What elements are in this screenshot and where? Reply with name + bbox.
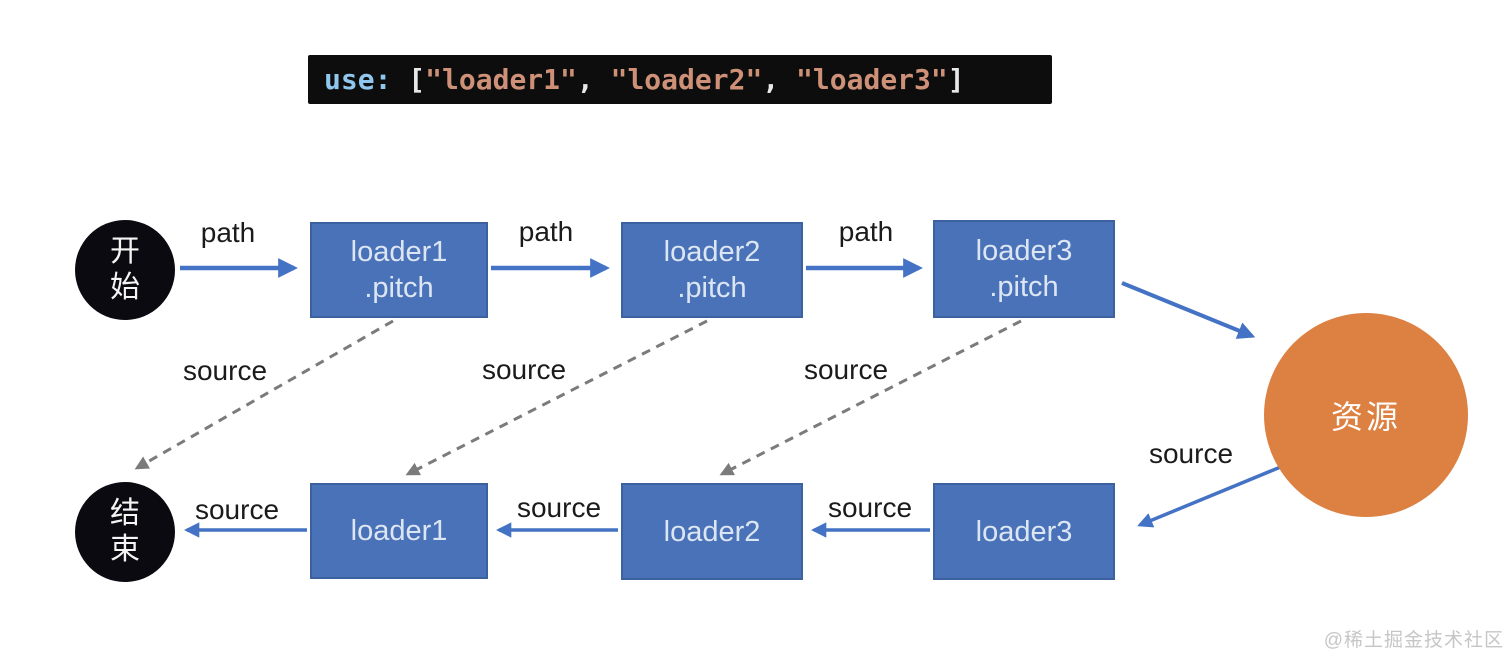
loader1-pitch-line2: .pitch <box>364 272 434 304</box>
edge-label-path-3: path <box>838 216 894 247</box>
end-node-label: 结束 <box>110 497 140 566</box>
edge-label-back-source-3: source <box>827 492 913 523</box>
use-config-code-snippet: use: ["loader1", "loader2", "loader3"] <box>308 55 1052 104</box>
code-open-bracket: [ <box>391 63 426 96</box>
loader1-pitch-node: loader1 .pitch <box>310 222 488 318</box>
end-node: 结束 <box>75 482 175 582</box>
edge-label-resource-source: source <box>1148 438 1234 469</box>
loader1-pitch-line1: loader1 <box>350 236 448 268</box>
code-close-bracket: ] <box>947 63 965 96</box>
edge-label-pitch-source-1: source <box>182 355 268 386</box>
loader3-pitch-line1: loader3 <box>975 235 1073 267</box>
juejin-watermark: @稀土掘金技术社区 <box>1323 630 1504 651</box>
edge-label-path-1: path <box>200 217 256 248</box>
loader2-node: loader2 <box>621 483 803 580</box>
loader2-pitch-line2: .pitch <box>677 272 747 304</box>
edge-source-pitch3-loader2 <box>719 319 1022 476</box>
resource-node-label: 资源 <box>1330 399 1401 435</box>
edge-label-path-2: path <box>518 216 574 247</box>
loader1-label: loader1 <box>350 515 448 547</box>
edge-source-resource-loader3 <box>1137 464 1284 528</box>
edge-source-pitch2-loader1 <box>405 319 708 476</box>
loader2-label: loader2 <box>663 515 761 548</box>
code-string-loader3: "loader3" <box>796 63 948 96</box>
loader2-pitch-line1: loader2 <box>663 236 761 268</box>
start-node-label: 开始 <box>110 235 140 304</box>
code-comma: , <box>576 63 611 96</box>
code-string-loader1: "loader1" <box>425 63 577 96</box>
loader3-pitch-line2: .pitch <box>989 271 1059 303</box>
edge-pitch3-resource <box>1121 281 1256 339</box>
loader3-label: loader3 <box>975 515 1073 548</box>
edge-label-pitch-source-3: source <box>803 354 889 385</box>
loader2-pitch-node: loader2 .pitch <box>621 222 803 318</box>
loader3-node: loader3 <box>933 483 1115 580</box>
edge-label-back-source-1: source <box>194 494 280 525</box>
start-node: 开始 <box>75 220 175 320</box>
code-comma: , <box>762 63 797 96</box>
loader1-node: loader1 <box>310 483 488 579</box>
edge-label-pitch-source-2: source <box>481 354 567 385</box>
edge-label-back-source-2: source <box>516 492 602 523</box>
code-keyword: use: <box>324 63 392 96</box>
loader3-pitch-node: loader3 .pitch <box>933 220 1115 318</box>
edge-source-pitch1-end <box>134 319 394 470</box>
code-string-loader2: "loader2" <box>610 63 763 96</box>
resource-node: 资源 <box>1264 313 1468 517</box>
